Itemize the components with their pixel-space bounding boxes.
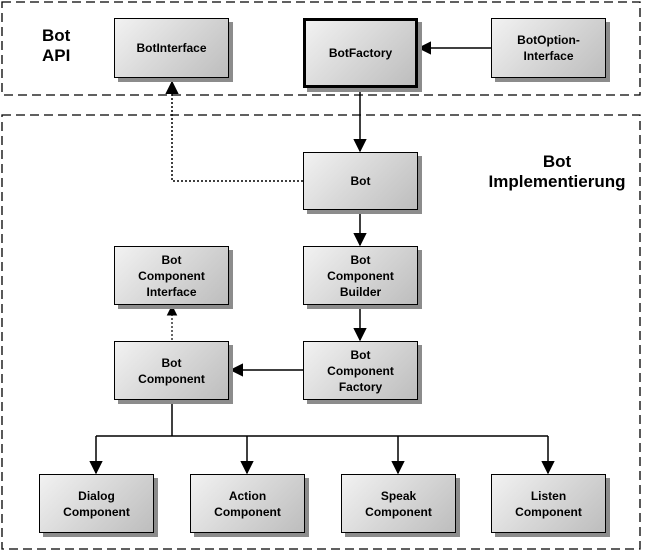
node-dialog-component: Dialog Component <box>39 474 154 533</box>
node-bot-component: Bot Component <box>114 341 229 400</box>
impl-group-label: Bot Implementierung <box>488 152 626 191</box>
node-bot-option-interface: BotOption- Interface <box>491 18 606 78</box>
node-listen-component: Listen Component <box>491 474 606 533</box>
node-action-component: Action Component <box>190 474 305 533</box>
api-group-label: Bot API <box>42 26 71 65</box>
node-bot-component-factory: Bot Component Factory <box>303 341 418 400</box>
node-bot-component-interface: Bot Component Interface <box>114 246 229 305</box>
node-bot: Bot <box>303 152 418 210</box>
node-speak-component: Speak Component <box>341 474 456 533</box>
node-bot-interface: BotInterface <box>114 18 229 78</box>
impl-group-frame <box>1 114 641 550</box>
edge-bot-to-botinterface <box>165 80 303 182</box>
node-bot-component-builder: Bot Component Builder <box>303 246 418 305</box>
api-group-frame <box>1 1 641 96</box>
node-bot-factory: BotFactory <box>303 18 418 88</box>
